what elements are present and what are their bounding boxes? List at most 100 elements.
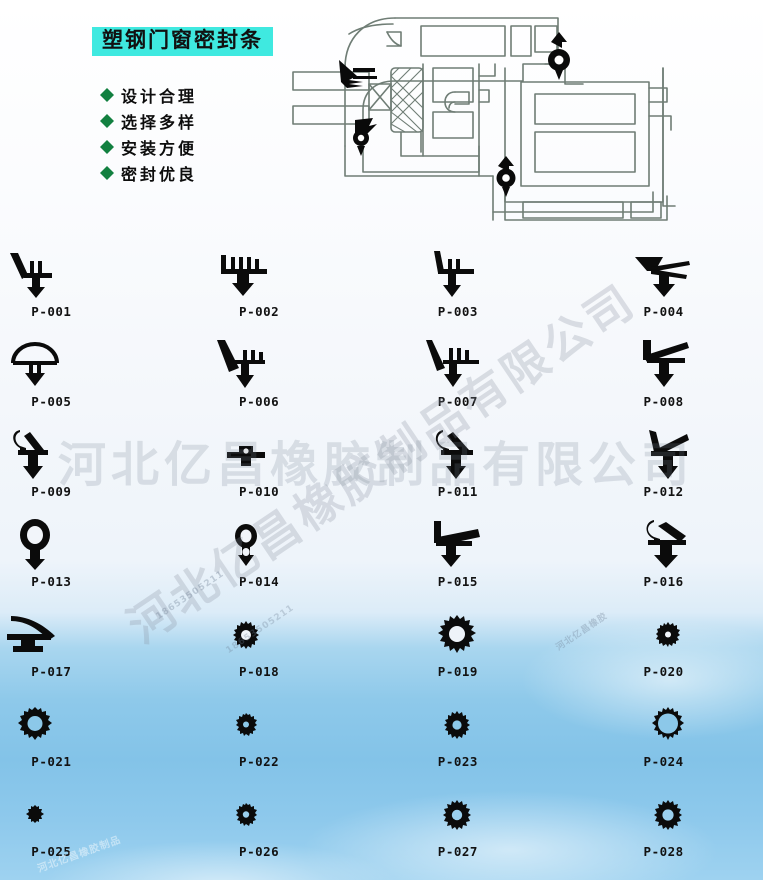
profile-shape-icon <box>362 428 553 480</box>
profile-shape-icon <box>0 788 131 840</box>
product-code: P-028 <box>643 844 684 859</box>
profile-shape-icon <box>151 518 342 570</box>
profile-shape-icon <box>151 698 342 750</box>
product-cell[interactable]: P-018 <box>191 608 382 698</box>
product-cell[interactable]: P-014 <box>191 518 382 608</box>
product-grid: P-001 P <box>0 248 763 878</box>
profile-shape-icon <box>362 608 553 660</box>
product-code: P-017 <box>31 664 72 679</box>
profile-shape-icon <box>151 248 342 300</box>
product-cell[interactable]: P-003 <box>382 248 573 338</box>
product-cell[interactable]: P-026 <box>191 788 382 878</box>
product-code: P-009 <box>31 484 72 499</box>
profile-shape-icon <box>362 338 553 390</box>
product-code: P-018 <box>239 664 280 679</box>
profile-shape-icon <box>572 338 763 390</box>
list-item: 设计合理 <box>100 82 280 108</box>
profile-shape-icon <box>362 698 553 750</box>
table-row: P-009 P-010 <box>0 428 763 518</box>
profile-shape-icon <box>572 698 763 750</box>
product-code: P-004 <box>643 304 684 319</box>
list-item: 安装方便 <box>100 134 280 160</box>
product-code: P-001 <box>31 304 72 319</box>
profile-shape-icon <box>0 608 131 660</box>
toothed-disc <box>26 805 45 823</box>
profile-shape-icon <box>151 428 342 480</box>
product-code: P-015 <box>437 574 478 589</box>
product-cell[interactable]: P-024 <box>572 698 763 788</box>
product-cell[interactable]: P-011 <box>382 428 573 518</box>
product-code: P-010 <box>239 484 280 499</box>
profile-shape-icon <box>572 518 763 570</box>
diamond-bullet-icon <box>100 107 114 128</box>
feature-label: 设计合理 <box>121 87 198 106</box>
window-profile-diagram <box>283 6 753 232</box>
product-cell[interactable]: P-015 <box>382 518 573 608</box>
product-code: P-025 <box>31 844 72 859</box>
profile-shape-icon <box>572 788 763 840</box>
table-row: P-025 P-026 <box>0 788 763 878</box>
product-cell[interactable]: P-005 <box>0 338 191 428</box>
profile-shape-icon <box>362 788 553 840</box>
profile-shape-icon <box>0 518 131 570</box>
product-cell[interactable]: P-006 <box>191 338 382 428</box>
product-cell[interactable]: P-022 <box>191 698 382 788</box>
product-code: P-006 <box>239 394 280 409</box>
table-row: P-005 P-006 <box>0 338 763 428</box>
seal-marker <box>339 32 570 197</box>
product-code: P-022 <box>239 754 280 769</box>
product-cell[interactable]: P-021 <box>0 698 191 788</box>
product-cell[interactable]: P-001 <box>0 248 191 338</box>
diamond-bullet-icon <box>100 81 114 102</box>
feature-label: 选择多样 <box>121 113 198 132</box>
product-code: P-011 <box>437 484 478 499</box>
product-code: P-019 <box>437 664 478 679</box>
page-title-text: 塑钢门窗密封条 <box>102 28 263 52</box>
product-code: P-003 <box>437 304 478 319</box>
product-code: P-016 <box>643 574 684 589</box>
product-code: P-005 <box>31 394 72 409</box>
product-cell[interactable]: P-028 <box>572 788 763 878</box>
feature-label: 密封优良 <box>121 165 198 184</box>
diamond-bullet-icon <box>100 133 114 154</box>
product-cell[interactable]: P-008 <box>572 338 763 428</box>
product-code: P-014 <box>239 574 280 589</box>
product-code: P-023 <box>437 754 478 769</box>
product-cell[interactable]: P-002 <box>191 248 382 338</box>
product-code: P-013 <box>31 574 72 589</box>
product-code: P-024 <box>643 754 684 769</box>
product-cell[interactable]: P-017 <box>0 608 191 698</box>
product-cell[interactable]: P-013 <box>0 518 191 608</box>
profile-shape-icon <box>572 428 763 480</box>
profile-shape-icon <box>151 338 342 390</box>
list-item: 选择多样 <box>100 108 280 134</box>
diamond-bullet-icon <box>100 159 114 180</box>
product-cell[interactable]: P-012 <box>572 428 763 518</box>
feature-list: 设计合理 选择多样 安装方便 密封优良 <box>100 82 280 186</box>
product-cell[interactable]: P-020 <box>572 608 763 698</box>
product-code: P-021 <box>31 754 72 769</box>
product-code: P-002 <box>239 304 280 319</box>
product-cell[interactable]: P-023 <box>382 698 573 788</box>
product-cell[interactable]: P-007 <box>382 338 573 428</box>
product-code: P-007 <box>437 394 478 409</box>
profile-shape-icon <box>151 788 342 840</box>
product-cell[interactable]: P-027 <box>382 788 573 878</box>
product-cell[interactable]: P-019 <box>382 608 573 698</box>
product-cell[interactable]: P-004 <box>572 248 763 338</box>
profile-shape-icon <box>0 338 131 390</box>
product-cell[interactable]: P-009 <box>0 428 191 518</box>
profile-shape-icon <box>362 248 553 300</box>
profile-shape-icon <box>0 248 131 300</box>
product-cell[interactable]: P-016 <box>572 518 763 608</box>
product-code: P-008 <box>643 394 684 409</box>
profile-shape-icon <box>572 608 763 660</box>
table-row: P-021 P-022 <box>0 698 763 788</box>
profile-shape-icon <box>362 518 553 570</box>
table-row: P-017 P-018 <box>0 608 763 698</box>
product-cell[interactable]: P-010 <box>191 428 382 518</box>
product-cell[interactable]: P-025 <box>0 788 191 878</box>
feature-label: 安装方便 <box>121 139 198 158</box>
product-code: P-012 <box>643 484 684 499</box>
